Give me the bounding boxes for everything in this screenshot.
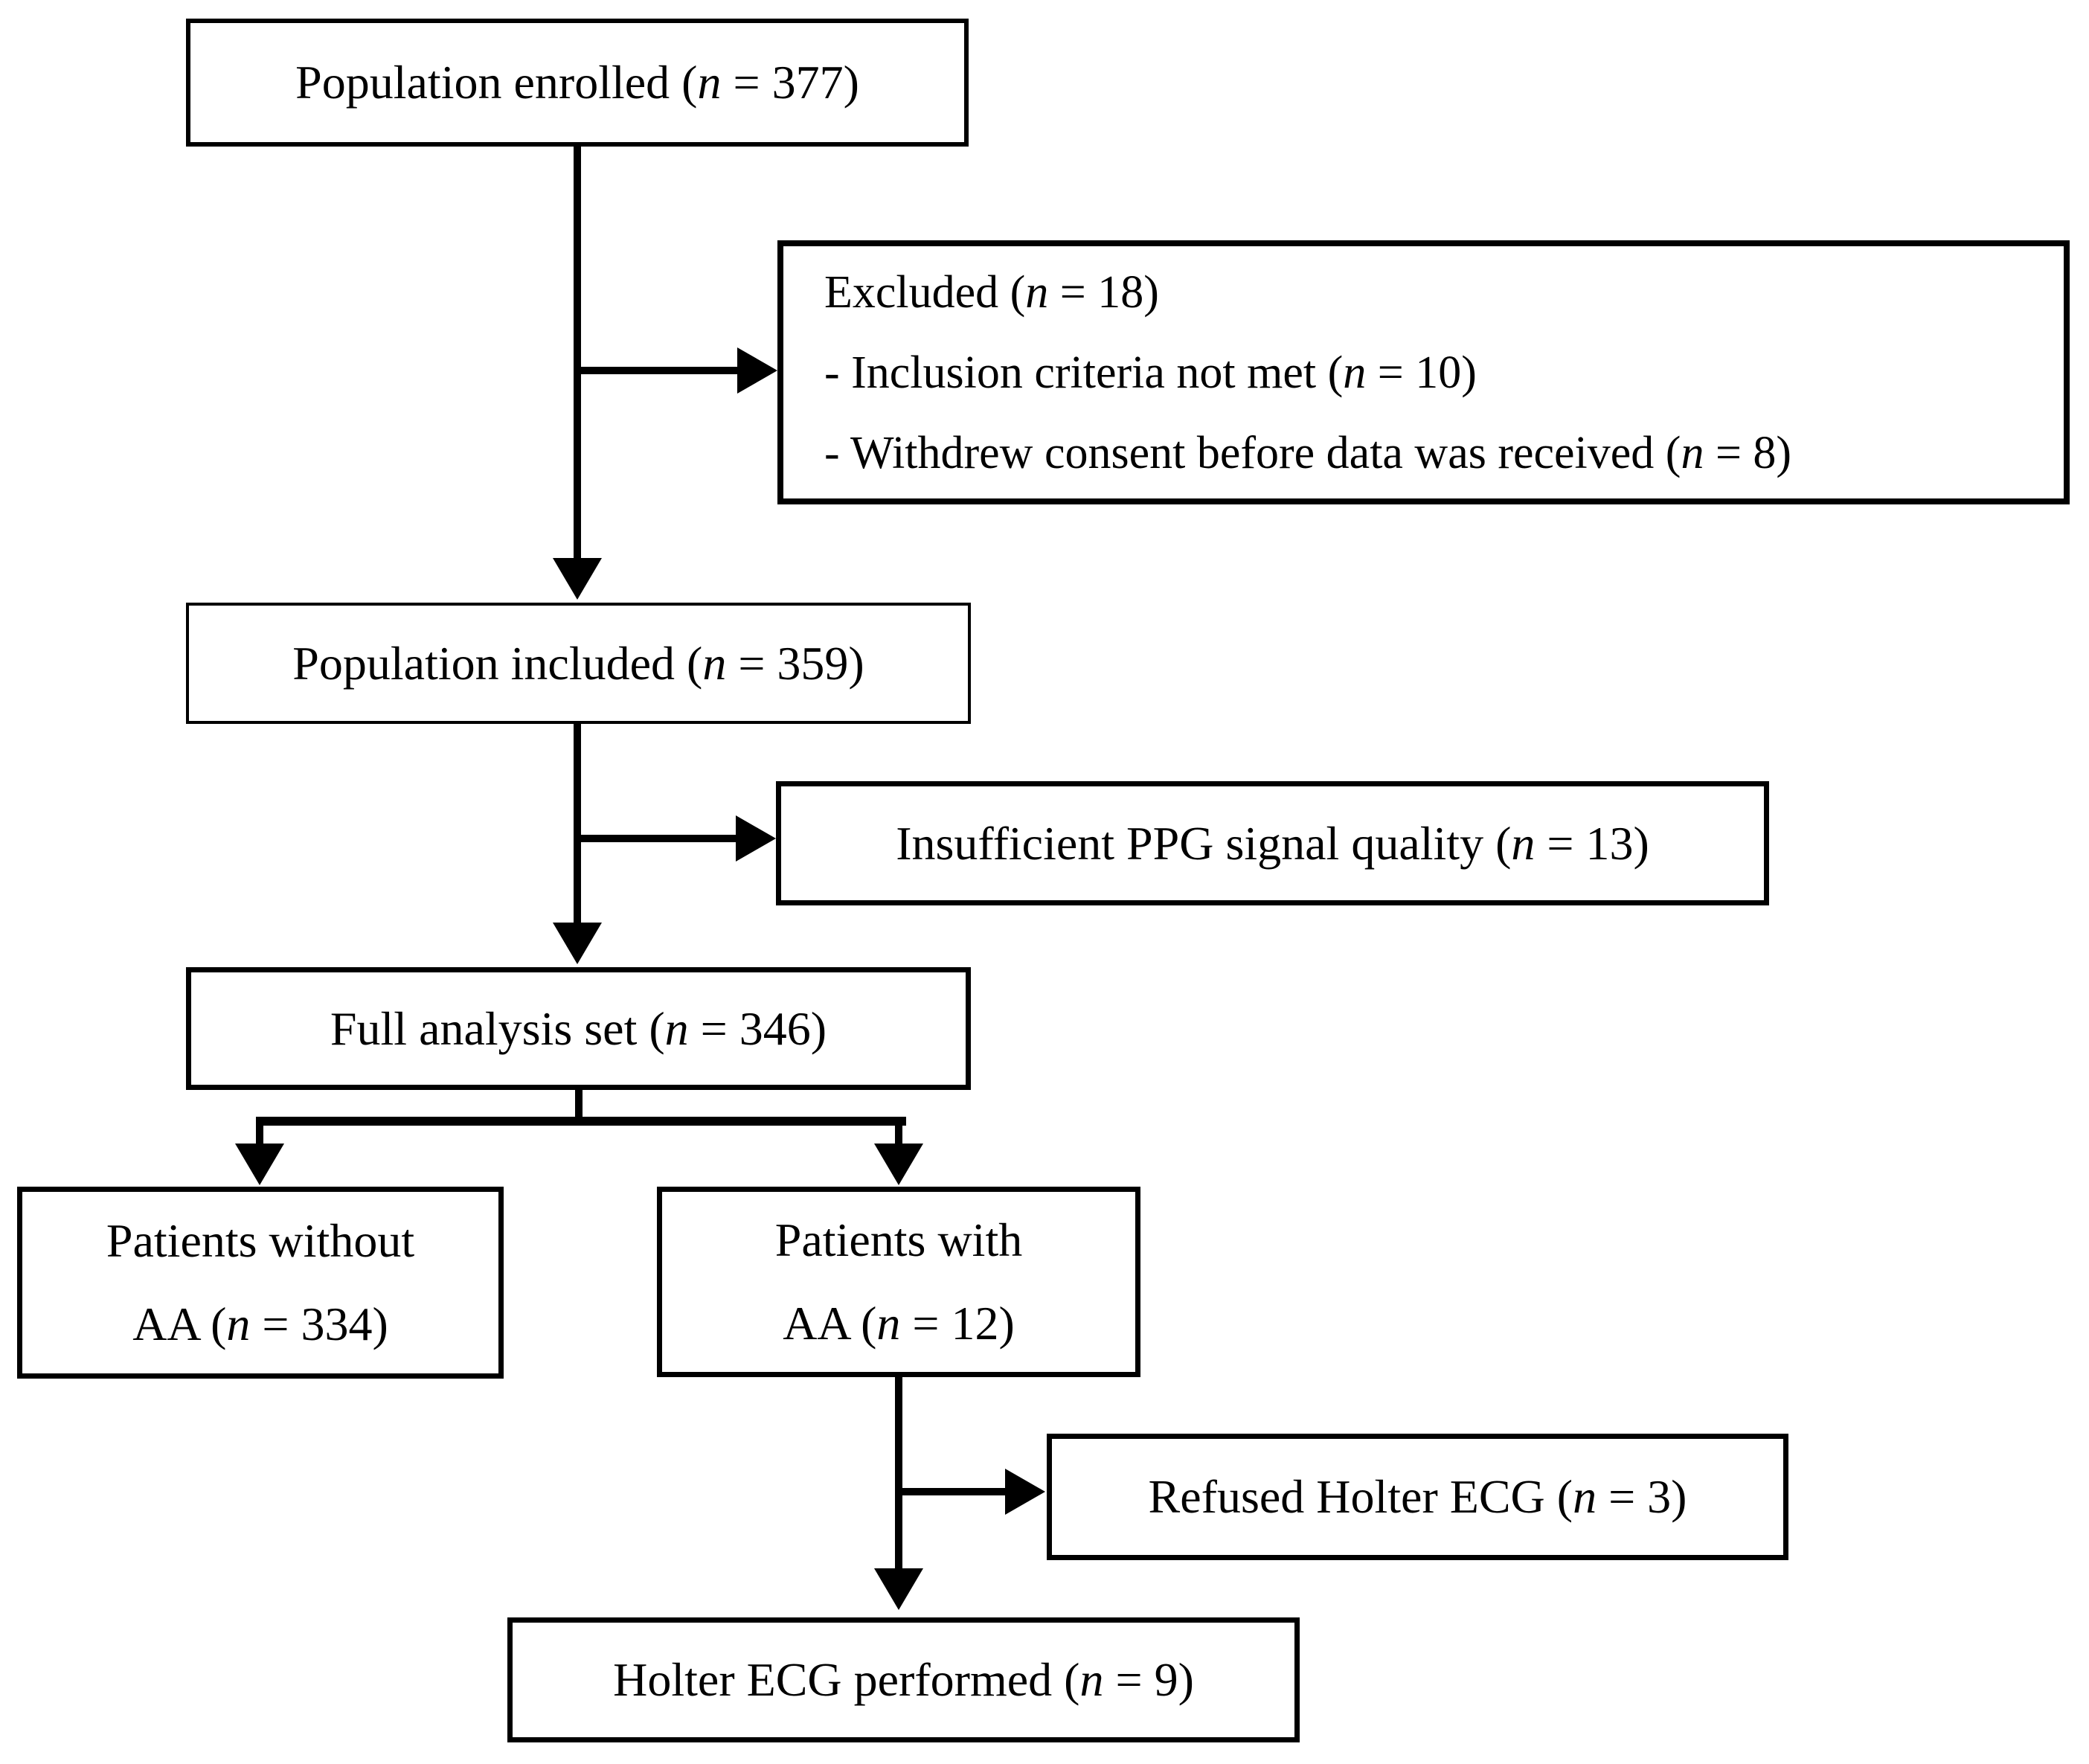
arrowhead-down-to-without-aa <box>235 1144 284 1185</box>
box-population-enrolled: Population enrolled (n = 377) <box>186 19 969 147</box>
excluded-title: Excluded (n = 18) <box>824 266 1159 318</box>
excluded-item-withdrew-consent: - Withdrew consent before data was recei… <box>824 427 1792 478</box>
connector-included-to-fas <box>574 724 581 926</box>
patients-with-aa-line2: AA (n = 12) <box>783 1297 1015 1350</box>
box-excluded: Excluded (n = 18) - Inclusion criteria n… <box>777 240 2070 504</box>
box-refused-holter-ecg: Refused Holter ECG (n = 3) <box>1047 1434 1788 1560</box>
population-included-label: Population included (n = 359) <box>292 636 864 690</box>
excluded-item-inclusion-criteria: - Inclusion criteria not met (n = 10) <box>824 347 1477 398</box>
arrowhead-down-to-fas <box>553 923 602 964</box>
box-insufficient-ppg: Insufficient PPG signal quality (n = 13) <box>776 781 1769 905</box>
connector-split-bar <box>256 1117 906 1126</box>
box-patients-with-aa: Patients with AA (n = 12) <box>657 1187 1140 1377</box>
arrowhead-down-to-included <box>553 558 602 600</box>
patients-without-aa-line1: Patients without <box>106 1214 415 1267</box>
arrowhead-down-to-holter <box>874 1568 923 1610</box>
arrowhead-right-to-refused <box>1005 1469 1045 1515</box>
arrowhead-right-to-insufficient <box>736 815 776 862</box>
population-enrolled-label: Population enrolled (n = 377) <box>295 56 859 109</box>
box-full-analysis-set: Full analysis set (n = 346) <box>186 967 971 1090</box>
connector-fas-stub <box>575 1090 583 1126</box>
refused-holter-label: Refused Holter ECG (n = 3) <box>1148 1470 1687 1523</box>
box-holter-ecg-performed: Holter ECG performed (n = 9) <box>507 1617 1300 1742</box>
patients-without-aa-line2: AA (n = 334) <box>132 1298 388 1350</box>
connector-drop-left <box>256 1117 263 1152</box>
connector-drop-right <box>895 1117 902 1152</box>
connector-branch-insufficient <box>577 835 739 842</box>
connector-branch-excluded <box>577 367 741 374</box>
holter-performed-label: Holter ECG performed (n = 9) <box>613 1653 1194 1706</box>
patients-with-aa-line1: Patients with <box>774 1213 1023 1266</box>
connector-withaa-to-holter <box>895 1377 902 1571</box>
arrowhead-down-to-with-aa <box>874 1144 923 1185</box>
insufficient-ppg-label: Insufficient PPG signal quality (n = 13) <box>896 816 1649 870</box>
box-patients-without-aa: Patients without AA (n = 334) <box>17 1187 504 1379</box>
connector-enrolled-to-included <box>574 147 581 562</box>
connector-branch-refused <box>899 1488 1009 1495</box>
full-analysis-set-label: Full analysis set (n = 346) <box>330 1001 827 1055</box>
box-population-included: Population included (n = 359) <box>186 603 971 724</box>
arrowhead-right-to-excluded <box>737 347 777 394</box>
